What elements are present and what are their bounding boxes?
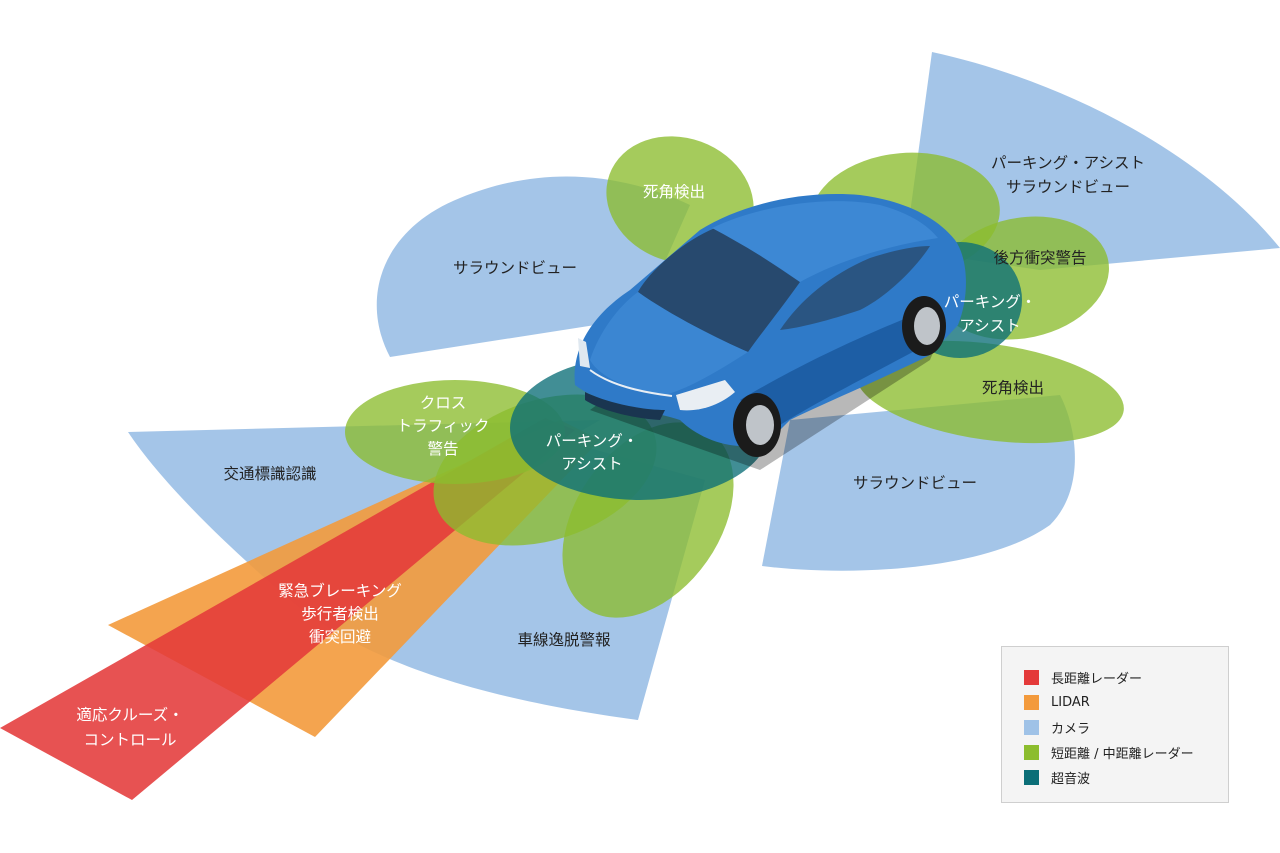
label-adaptive-cruise-control: 適応クルーズ・コントロール: [76, 706, 183, 749]
car-windshield: [638, 228, 800, 352]
legend-item-short-mid-radar: 短距離 / 中距離レーダー: [1024, 742, 1194, 762]
car-side-window: [780, 246, 930, 330]
legend-label: 短距離 / 中距離レーダー: [1051, 746, 1194, 762]
legend-swatch: [1024, 769, 1039, 785]
zone-labels: サラウンドビュー 死角検出 パーキング・アシストサラウンドビュー 後方衝突警告 …: [76, 154, 1145, 749]
legend-label: LIDAR: [1051, 694, 1090, 710]
car-headlight-left: [578, 338, 590, 368]
legend-item-long-range-radar: 長距離レーダー: [1024, 667, 1142, 687]
legend-item-camera: カメラ: [1024, 717, 1090, 737]
long-range-radar-zone: [0, 418, 575, 800]
car-rear-rim: [914, 307, 940, 345]
legend-swatch: [1024, 694, 1039, 710]
label-parking-assist-surround: パーキング・アシストサラウンドビュー: [991, 154, 1145, 196]
legend-label: 超音波: [1051, 771, 1091, 787]
radar-zone-blind-spot-rear: [856, 340, 1124, 444]
label-traffic-sign-recognition: 交通標識認識: [223, 465, 316, 483]
legend-item-ultrasonic: 超音波: [1024, 767, 1090, 787]
car-hood: [590, 292, 748, 395]
car-headlight-right: [676, 380, 735, 411]
label-parking-assist-front: パーキング・アシスト: [546, 432, 639, 473]
label-blind-spot-front: 死角検出: [643, 183, 705, 201]
label-lane-departure-warning: 車線逸脱警報: [517, 631, 611, 649]
label-surround-view-right: サラウンドビュー: [853, 474, 977, 492]
legend-item-lidar: LIDAR: [1024, 692, 1090, 712]
legend-swatch: [1024, 669, 1039, 685]
car-grille: [585, 392, 665, 420]
car-front-rim: [746, 405, 774, 445]
legend-swatch: [1024, 719, 1039, 735]
label-emergency-braking: 緊急ブレーキング歩行者検出衝突回避: [278, 581, 402, 646]
car: [574, 194, 966, 470]
label-cross-traffic-alert: クロストラフィック警告: [397, 394, 490, 458]
car-roof: [712, 201, 938, 282]
label-parking-assist-rear: パーキング・アシスト: [944, 293, 1037, 335]
legend: 長距離レーダー LIDAR カメラ 短距離 / 中距離レーダー 超音波: [1001, 646, 1229, 803]
legend-swatch: [1024, 744, 1039, 760]
label-rear-collision-warning: 後方衝突警告: [993, 249, 1086, 267]
label-blind-spot-rear: 死角検出: [982, 379, 1044, 397]
legend-label: カメラ: [1051, 721, 1091, 737]
car-bumper: [589, 369, 673, 397]
car-side-shade: [740, 305, 940, 425]
label-surround-view-left: サラウンドビュー: [453, 259, 577, 277]
legend-label: 長距離レーダー: [1051, 671, 1143, 687]
